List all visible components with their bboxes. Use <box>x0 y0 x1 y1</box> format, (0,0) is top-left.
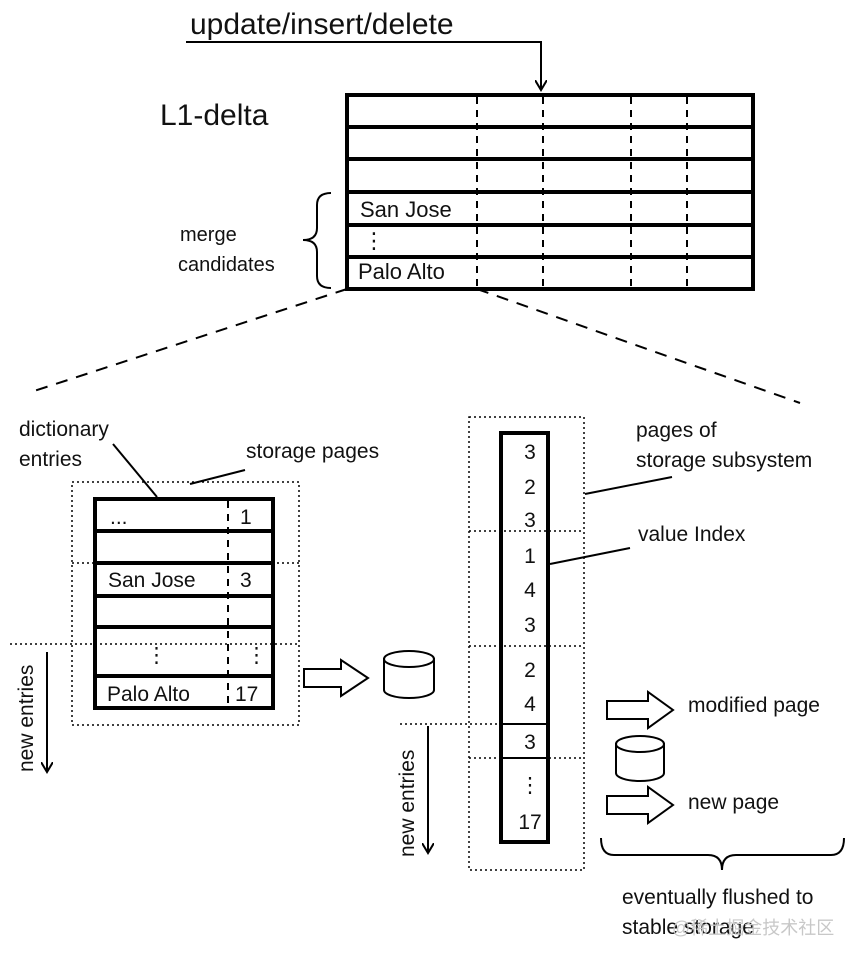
merge-label-line2: candidates <box>178 254 275 276</box>
value-index-6: 2 <box>524 659 536 682</box>
value-index-2: 3 <box>524 509 536 532</box>
flush-brace <box>600 837 845 871</box>
l1-row-san-jose: San Jose <box>360 197 452 222</box>
dict-row-4-value: ⋮ <box>146 644 167 667</box>
value-index-4: 4 <box>524 579 536 602</box>
pages-label-pointer <box>584 476 673 495</box>
zoom-line-right <box>476 288 801 404</box>
storage-subsystem-box <box>468 416 585 871</box>
zoom-line-left <box>27 288 348 394</box>
dictionary-label-line1: dictionary <box>19 418 109 441</box>
value-index-8: 3 <box>524 731 536 754</box>
new-page-arrow-icon <box>606 785 675 825</box>
flushed-label-line2: stable storage <box>622 916 754 939</box>
dict-row-2-id: 3 <box>240 569 252 592</box>
value-index-pointer <box>549 547 631 565</box>
storage-pages-pointer <box>189 469 246 485</box>
operations-arrow <box>186 41 541 90</box>
value-index-1: 2 <box>524 476 536 499</box>
storage-cylinder-icon <box>383 650 435 699</box>
dictionary-pointer <box>112 443 158 498</box>
value-index-label: value Index <box>638 523 746 546</box>
merge-brace <box>302 192 332 289</box>
value-index-5: 3 <box>524 614 536 637</box>
dict-row-5-id: 17 <box>235 683 258 706</box>
dict-row-0-id: 1 <box>240 506 252 529</box>
dict-new-entries-label: new entries <box>15 665 38 772</box>
l1-delta-table <box>345 93 755 291</box>
dict-row-2-value: San Jose <box>108 569 196 592</box>
value-index-9: ⋮ <box>520 774 541 797</box>
pages-label-line1: pages of <box>636 419 717 442</box>
value-index-3: 1 <box>524 545 536 568</box>
value-index-7: 4 <box>524 693 536 716</box>
modified-page-label: modified page <box>688 694 820 717</box>
watermark: @稀土掘金技术社区 <box>672 918 834 938</box>
flushed-label-line1: eventually flushed to <box>622 886 813 909</box>
dictionary-label-line2: entries <box>19 448 82 471</box>
stable-storage-cylinder-icon <box>615 735 665 782</box>
value-index-0: 3 <box>524 441 536 464</box>
value-index-column <box>499 431 550 844</box>
dictionary-table <box>93 497 275 710</box>
merge-label-line1: merge <box>180 224 237 246</box>
pages-label-line2: storage subsystem <box>636 449 812 472</box>
dict-row-4-id: ⋮ <box>246 644 267 667</box>
value-index-10: 17 <box>518 811 541 834</box>
dict-row-0-value: ... <box>110 506 128 529</box>
storage-pages-label: storage pages <box>246 440 379 463</box>
flush-arrow-icon <box>303 658 370 698</box>
modified-page-arrow-icon <box>606 690 675 730</box>
l1-delta-title: L1-delta <box>160 99 269 132</box>
operations-label: update/insert/delete <box>190 8 454 41</box>
new-page-label: new page <box>688 791 779 814</box>
l1-row-ellipsis: ⋮ <box>363 228 385 253</box>
l1-row-palo-alto: Palo Alto <box>358 259 445 284</box>
dict-row-5-value: Palo Alto <box>107 683 190 706</box>
index-new-entries-label: new entries <box>396 750 419 857</box>
